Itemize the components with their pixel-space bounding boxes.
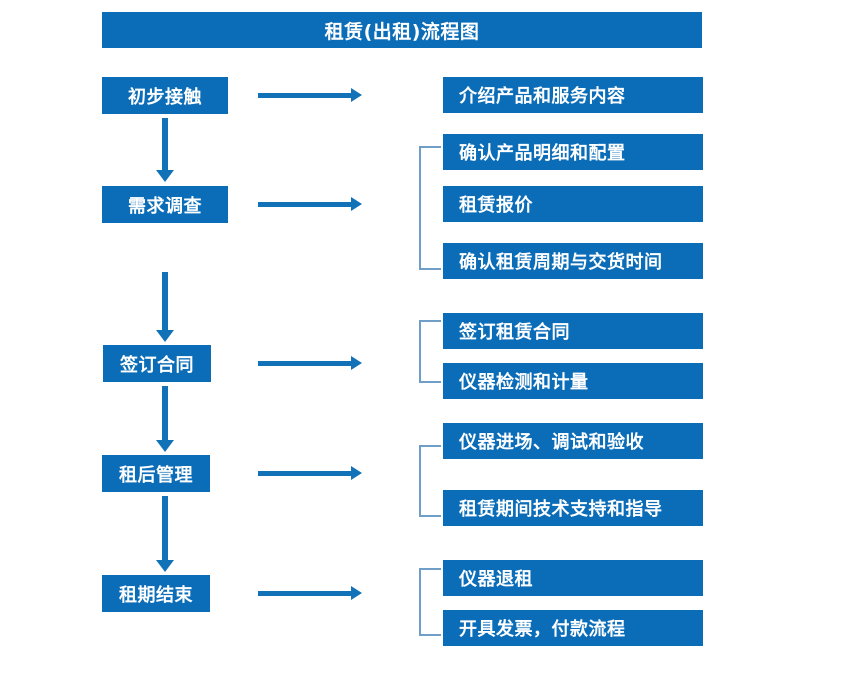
arrow-down-xuqiu-to-qianding [156,272,174,342]
arrow-shaft [162,386,168,440]
arrow-shaft [162,272,168,330]
arrow-head [156,560,174,572]
arrow-head [351,356,362,370]
detail-box-queren-chanpin-mingxi[interactable]: 确认产品明细和配置 [443,134,703,170]
arrow-shaft [258,93,351,98]
detail-box-qianding-zulin-hetong[interactable]: 签订租赁合同 [443,313,703,349]
detail-box-queren-zulin-zhouqi[interactable]: 确认租赁周期与交货时间 [443,243,703,279]
detail-box-jieshao-chanpin-fuwu[interactable]: 介绍产品和服务内容 [443,77,703,113]
group-bracket-xuqiu-diaocha [419,146,441,270]
arrow-shaft [258,471,351,476]
arrow-down-zuhou-to-zuqi [156,496,174,572]
detail-box-kaiju-fapiao-fukuan[interactable]: 开具发票，付款流程 [443,610,703,646]
arrow-down-qianding-to-zuhou [156,386,174,452]
detail-box-yiqi-jinchang-tiaoshi[interactable]: 仪器进场、调试和验收 [443,423,703,459]
detail-box-zulin-qijian-zhichi[interactable]: 租赁期间技术支持和指导 [443,490,703,526]
stage-box-zuhou-guanli[interactable]: 租后管理 [102,455,210,492]
arrow-head [351,197,362,211]
arrow-right-qianding-hetong [258,356,362,370]
stage-box-qianding-hetong[interactable]: 签订合同 [103,345,211,382]
detail-box-zulin-baojia[interactable]: 租赁报价 [443,186,703,222]
arrow-head [156,330,174,342]
diagram-title: 租赁(出租)流程图 [102,12,702,48]
arrow-head [156,170,174,182]
arrow-down-chubu-to-xuqiu [156,118,174,182]
arrow-right-chubu-jiechu [258,88,362,102]
arrow-shaft [162,118,168,170]
detail-box-yiqi-jiance-jiliang[interactable]: 仪器检测和计量 [443,363,703,399]
arrow-shaft [162,496,168,560]
arrow-head [351,88,362,102]
group-bracket-qianding-hetong [419,320,441,383]
stage-box-zuqi-jieshu[interactable]: 租期结束 [102,575,210,612]
arrow-shaft [258,361,351,366]
arrow-head [351,466,362,480]
group-bracket-zuhou-guanli [419,445,441,517]
group-bracket-zuqi-jieshu [419,568,441,636]
arrow-shaft [258,202,351,207]
stage-box-xuqiu-diaocha[interactable]: 需求调查 [102,186,228,223]
arrow-right-zuqi-jieshu [258,586,362,600]
arrow-right-zuhou-guanli [258,466,362,480]
arrow-shaft [258,591,351,596]
stage-box-chubu-jiechu[interactable]: 初步接触 [102,77,228,114]
detail-box-yiqi-tuizu[interactable]: 仪器退租 [443,560,703,596]
arrow-head [156,440,174,452]
arrow-head [351,586,362,600]
arrow-right-xuqiu-diaocha [258,197,362,211]
